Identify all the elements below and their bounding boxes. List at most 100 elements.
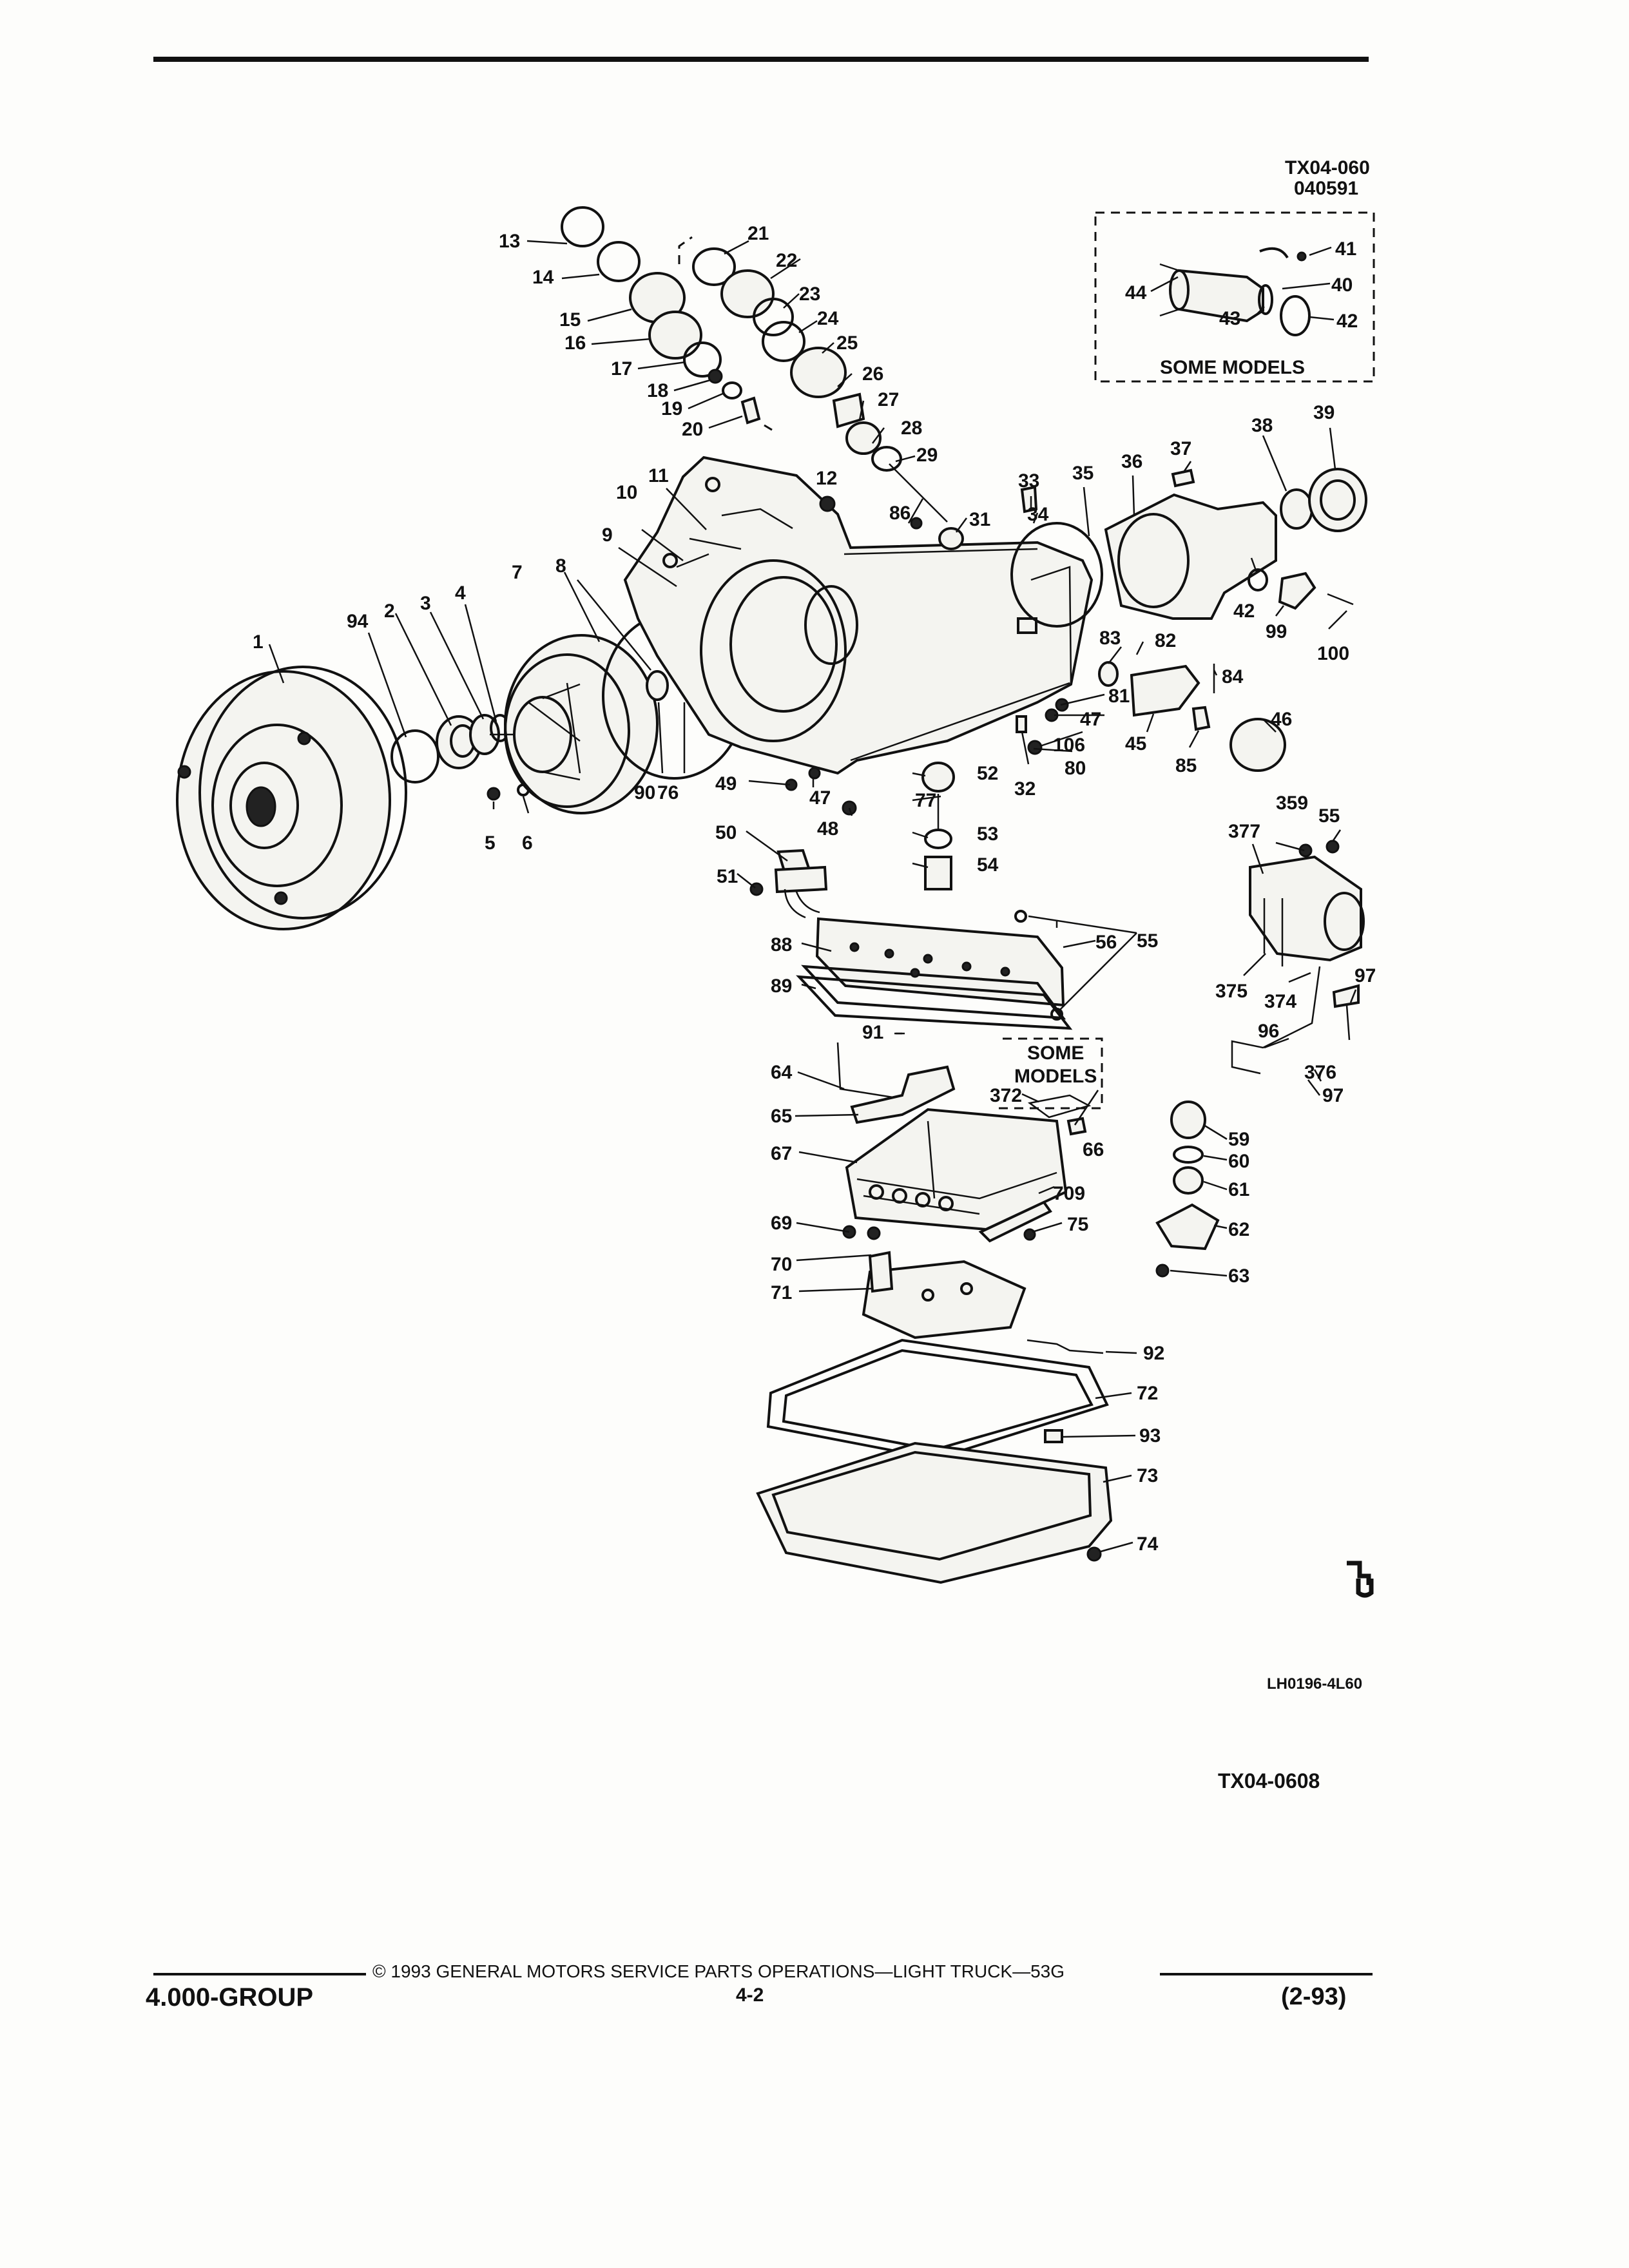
callout: 55 [1318,805,1340,827]
callout: 4 [455,582,466,604]
callout: 65 [771,1106,792,1127]
callout: 29 [916,445,938,466]
callout: 92 [1143,1343,1164,1364]
callout: 38 [1251,415,1273,436]
callout: 34 [1027,504,1049,525]
callout: 51 [717,866,738,887]
leader-lines [268,240,1357,1553]
callout: 10 [616,482,637,503]
callout: 48 [817,818,838,840]
callout: 59 [1228,1129,1249,1150]
callout: 24 [817,308,839,329]
inset-mid-lever [1027,1094,1092,1119]
bolt-5 [487,787,501,801]
callout: 75 [1067,1214,1088,1235]
callout: 28 [901,418,922,439]
top-rule [153,57,1369,62]
callout: 100 [1317,643,1349,664]
callout: 27 [878,389,899,410]
callout-labels: 1 2 3 4 5 6 7 8 9 10 11 12 13 14 15 16 1… [253,223,1376,1555]
callout: 42 [1233,601,1255,622]
callout: 67 [771,1143,792,1164]
callout: 74 [1137,1533,1159,1555]
callout: 53 [977,823,998,845]
wire-92 [1027,1339,1104,1354]
callout: 76 [657,782,679,803]
callout: 36 [1121,451,1142,472]
callout: 376 [1304,1062,1336,1083]
callout: 97 [1322,1085,1344,1106]
callout: 89 [771,975,792,997]
oring-42-lower [1248,568,1268,591]
accumulator-bracket [678,236,778,434]
callout: 11 [648,465,669,486]
callout: 97 [1354,965,1376,986]
accumulator-stack-left [561,206,761,425]
rear-seal [1308,468,1367,532]
callout: 12 [816,468,837,489]
callout: 372 [990,1085,1022,1106]
callout: 20 [682,419,703,440]
accumulator-stack-right [692,247,964,550]
callout: 37 [1170,438,1191,459]
callout: 41 [1335,238,1356,260]
callout: 54 [977,854,999,876]
callout: 94 [347,611,369,632]
callout: 6 [522,832,533,854]
bolt-11 [689,537,742,550]
callout: 31 [969,509,990,530]
callout: 33 [1018,470,1039,492]
callout: 62 [1228,1219,1249,1240]
callout: 45 [1125,733,1146,754]
callout: 26 [862,363,883,385]
rear-seal-inner [1320,479,1356,521]
inset-output-shaft [1159,247,1311,336]
callout: 64 [771,1062,793,1083]
callout: 377 [1228,821,1260,842]
callout: 7 [512,562,523,583]
some-models-label-mid-1: SOME [1027,1043,1084,1064]
callout: 60 [1228,1151,1249,1172]
vent-33 [1020,485,1038,514]
publisher-logo [1347,1561,1374,1598]
callout: 25 [836,332,858,354]
callout: 61 [1228,1179,1249,1200]
figure-code-line1: TX04-060 [1285,157,1370,178]
callout: 9 [602,524,613,546]
callout: 17 [611,358,632,380]
some-models-label-top: SOME MODELS [1160,357,1305,378]
callout: 374 [1264,991,1296,1012]
torque-converter [176,666,407,930]
footer-copyright: © 1993 GENERAL MOTORS SERVICE PARTS OPER… [372,1961,1065,1981]
footer-page: 4-2 [736,1984,764,2006]
callout: 2 [384,601,395,622]
callout: 19 [661,398,682,419]
rear-bushing [1280,488,1313,530]
callout: 83 [1099,628,1121,649]
callout: 91 [862,1022,883,1043]
manual-linkage [836,1042,1087,1136]
plug-12 [819,495,836,512]
some-models-label-mid-2: MODELS [1014,1066,1097,1087]
callout: 71 [771,1282,792,1303]
callout: 23 [799,284,820,305]
pump-bushing [646,670,669,701]
extension-housing [1010,493,1277,628]
some-models-inset-mid [998,1037,1103,1110]
footer-rule-left [153,1973,366,1975]
oil-pan [756,1441,1113,1584]
callout: 82 [1155,630,1176,651]
detent-spring [978,1200,1052,1243]
callout: 42 [1336,311,1358,332]
callout: 96 [1258,1021,1279,1042]
callout: 66 [1083,1139,1104,1160]
some-models-inset-top [1094,211,1375,383]
transmission-case [623,456,1094,775]
callout: 32 [1014,778,1036,800]
callout: 106 [1053,735,1085,756]
callout: 86 [889,503,911,524]
callout: 72 [1137,1383,1158,1404]
callout: 93 [1139,1425,1161,1446]
callout: 99 [1266,621,1287,642]
